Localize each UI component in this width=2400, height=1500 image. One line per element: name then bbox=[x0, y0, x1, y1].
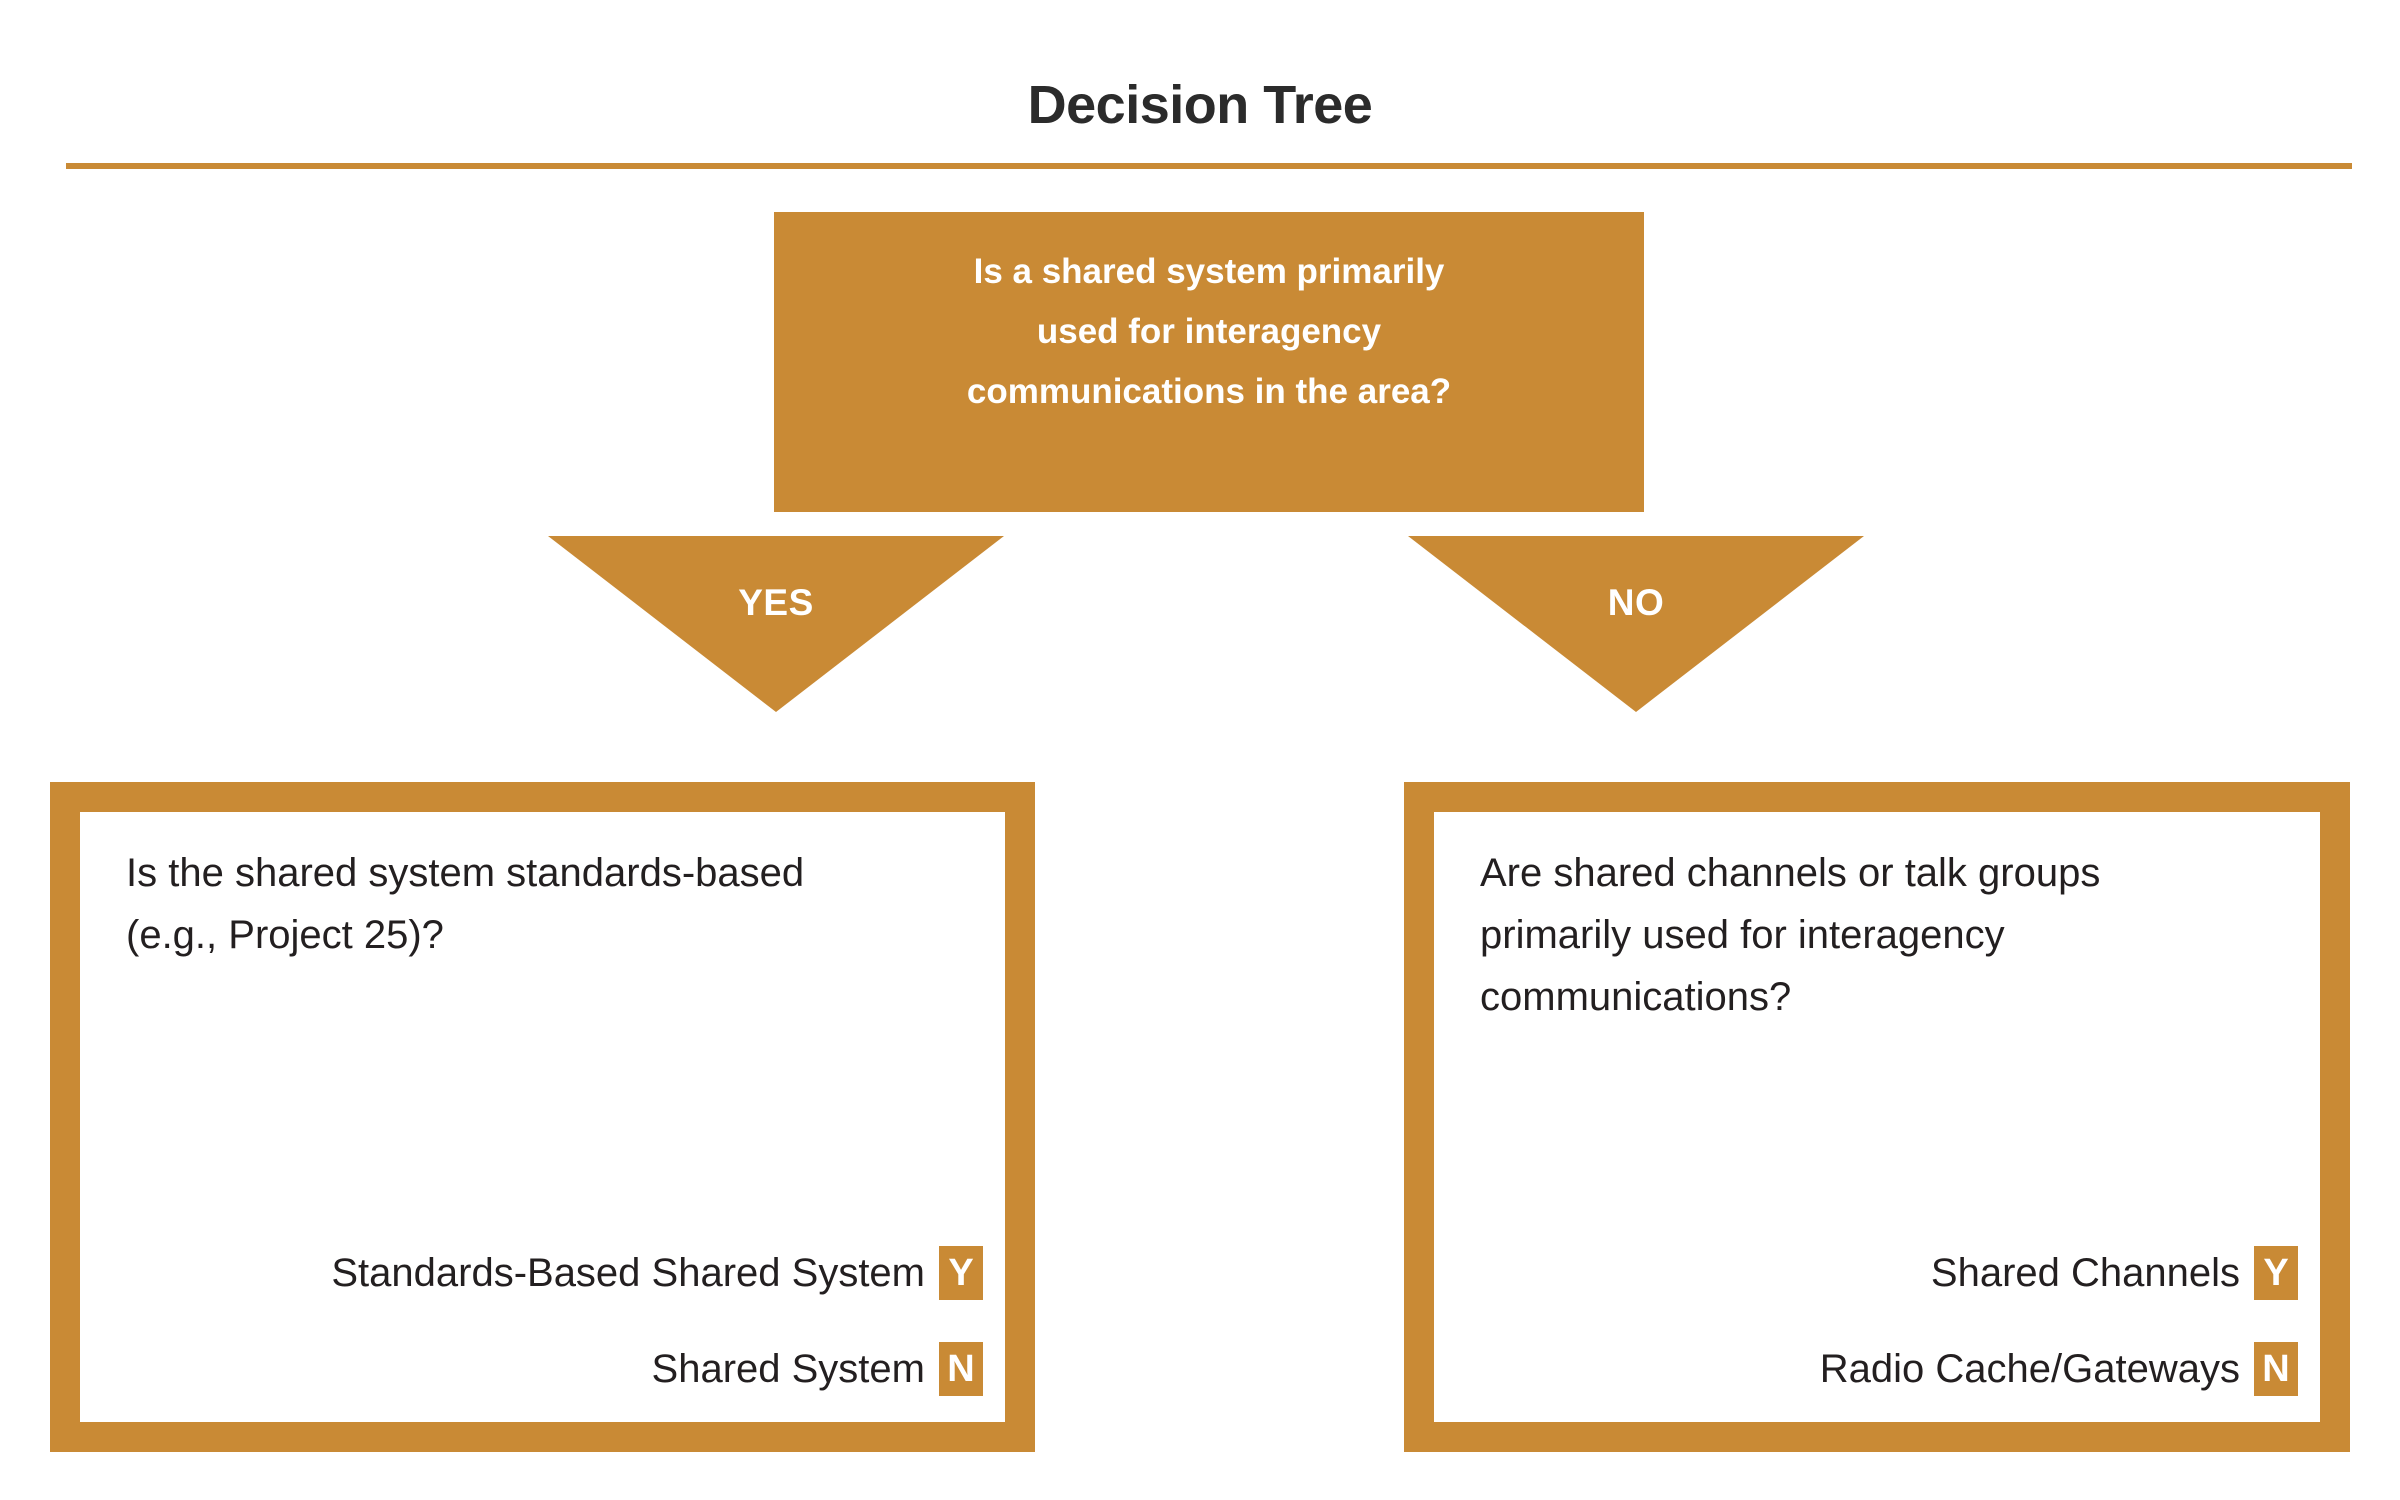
branch-arrow-yes: YES bbox=[548, 536, 1004, 712]
answer-row: Shared Channels Y bbox=[1474, 1246, 2298, 1300]
outcome-right-question: Are shared channels or talk groups prima… bbox=[1480, 851, 2101, 1019]
answer-badge-yes: Y bbox=[2254, 1246, 2298, 1300]
answer-label: Shared Channels bbox=[1930, 1251, 2240, 1295]
outcome-left-answers: Standards-Based Shared System Y Shared S… bbox=[80, 1204, 1005, 1396]
answer-badge-yes: Y bbox=[939, 1246, 983, 1300]
outcome-box-left: Is the shared system standards-based (e.… bbox=[50, 782, 1035, 1452]
title-divider-rule bbox=[66, 163, 2352, 169]
down-triangle-icon bbox=[1408, 536, 1864, 712]
answer-badge-no: N bbox=[2254, 1342, 2298, 1396]
down-triangle-icon bbox=[548, 536, 1004, 712]
outcome-box-right: Are shared channels or talk groups prima… bbox=[1404, 782, 2350, 1452]
answer-row: Standards-Based Shared System Y bbox=[120, 1246, 983, 1300]
answer-row: Shared System N bbox=[120, 1342, 983, 1396]
page-title: Decision Tree bbox=[1027, 75, 1373, 135]
outcome-left-question: Is the shared system standards-based (e.… bbox=[126, 851, 805, 957]
answer-label: Shared System bbox=[651, 1347, 925, 1391]
answer-label: Radio Cache/Gateways bbox=[1819, 1347, 2240, 1391]
answer-label: Standards-Based Shared System bbox=[331, 1251, 925, 1295]
root-question-text: Is a shared system primarily used for in… bbox=[966, 252, 1452, 411]
answer-row: Radio Cache/Gateways N bbox=[1474, 1342, 2298, 1396]
root-question-box: Is a shared system primarily used for in… bbox=[774, 212, 1644, 512]
outcome-right-answers: Shared Channels Y Radio Cache/Gateways N bbox=[1434, 1204, 2320, 1396]
branch-arrow-no: NO bbox=[1408, 536, 1864, 712]
answer-badge-no: N bbox=[939, 1342, 983, 1396]
